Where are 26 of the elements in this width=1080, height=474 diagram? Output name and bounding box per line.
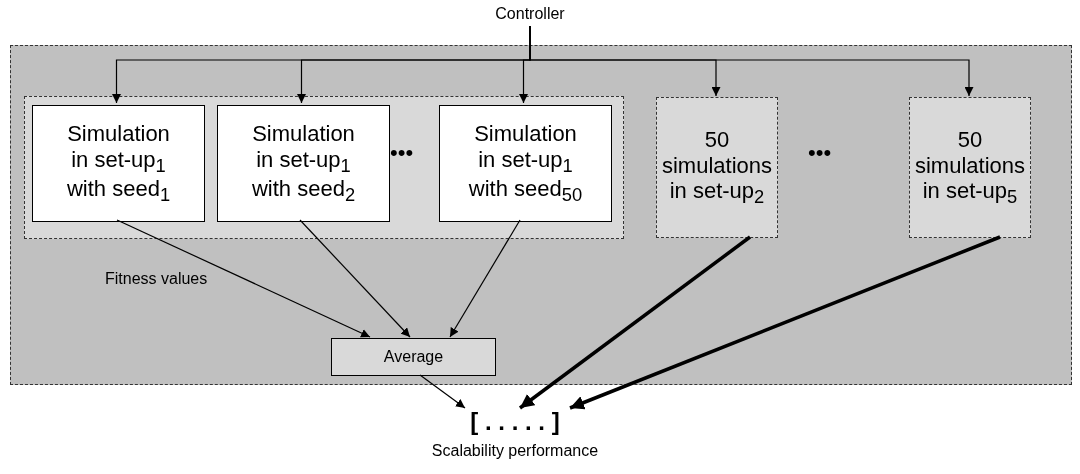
arrow — [419, 374, 466, 409]
box-text: Simulation in set-up$_{1}$ with seed$_{50}$ — [467, 121, 584, 206]
arrow — [449, 219, 521, 338]
box-text: 50 simulations in set-up$_{2}$ — [660, 127, 773, 208]
arrow — [299, 219, 411, 338]
process-box — [32, 105, 205, 222]
process-box — [217, 105, 390, 222]
dashed-panel — [10, 45, 1072, 385]
dashed-group-box — [24, 96, 624, 239]
box-text: Simulation in set-up$_{1}$ with seed$_{1}$ — [65, 121, 172, 206]
ellipsis: ••• — [808, 140, 832, 166]
bracket-array: [ . . . . . ] — [470, 408, 560, 436]
dashed-process-box — [909, 97, 1031, 238]
box-text: 50 simulations in set-up$_{5}$ — [913, 127, 1026, 208]
process-box — [331, 338, 496, 376]
node-label: Controller — [480, 2, 580, 26]
arrow — [116, 219, 371, 338]
box-text: Average — [383, 347, 444, 367]
annotation: Fitness values — [105, 270, 208, 288]
node-label: Scalability performance — [431, 442, 599, 460]
process-box — [439, 105, 612, 222]
dashed-process-box — [656, 97, 778, 238]
box-text: Simulation in set-up$_{1}$ with seed$_{2}$ — [250, 121, 357, 206]
arrow — [518, 235, 752, 410]
ellipsis: ••• — [390, 140, 414, 166]
arrow — [569, 235, 1001, 410]
